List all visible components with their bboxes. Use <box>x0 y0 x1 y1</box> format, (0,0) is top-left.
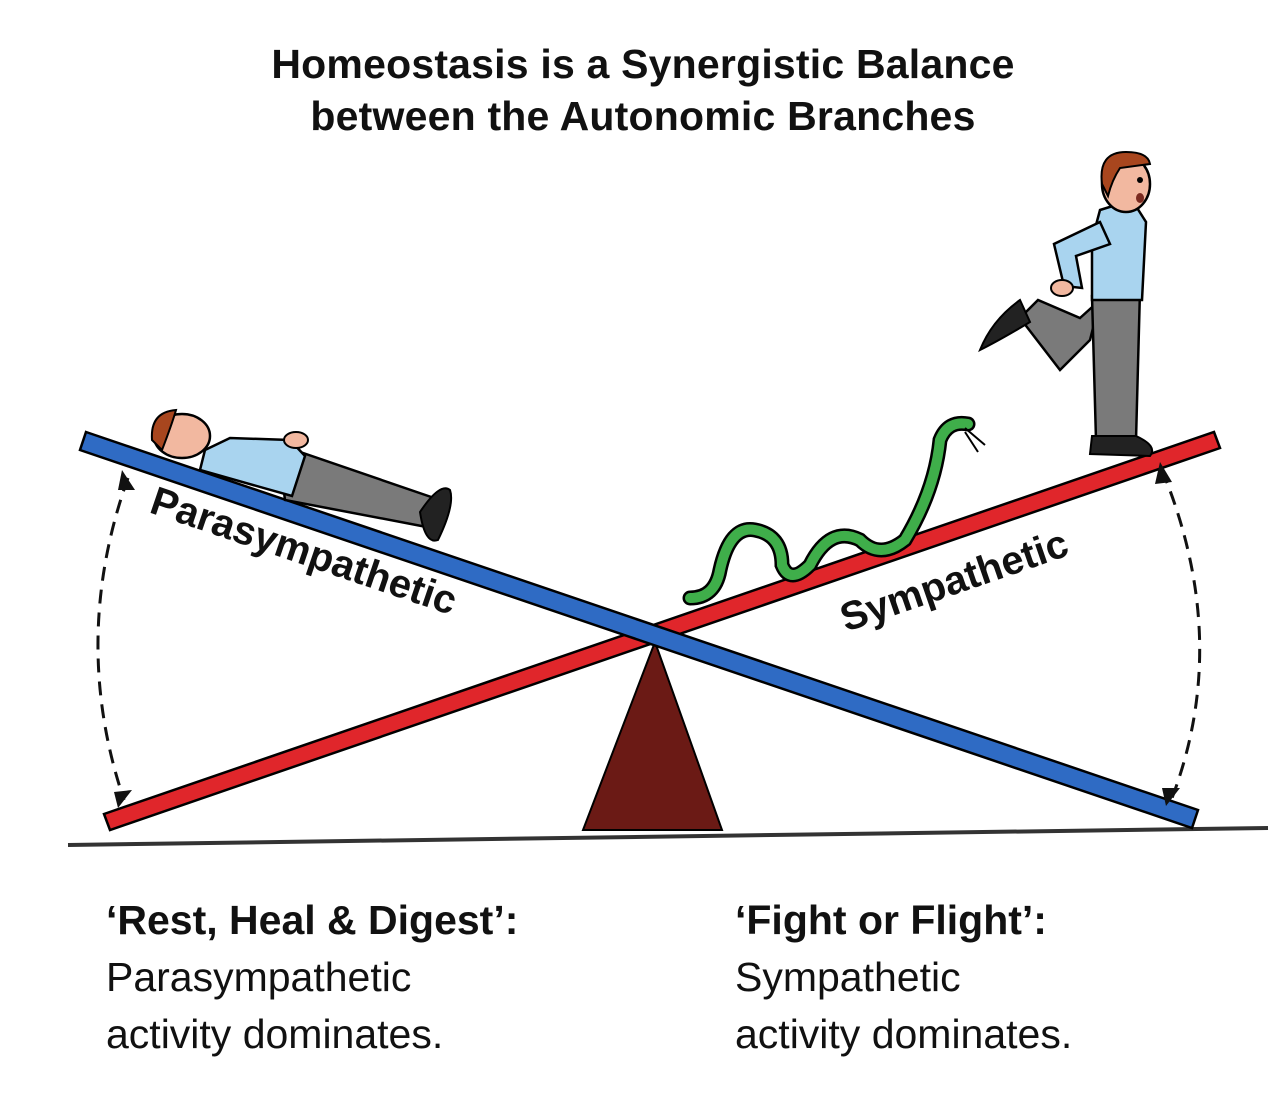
fight-flight-line-2: activity dominates. <box>735 1011 1073 1057</box>
right-swing-arrow-icon <box>1155 462 1202 806</box>
running-man-icon <box>978 150 1154 458</box>
fight-flight-heading: ‘Fight or Flight’: <box>735 897 1047 943</box>
left-swing-arrow-icon <box>96 470 135 808</box>
rest-digest-caption: ‘Rest, Heal & Digest’: Parasympathetic a… <box>106 892 518 1063</box>
snake-icon <box>682 415 986 606</box>
fulcrum <box>581 639 724 831</box>
rest-digest-heading: ‘Rest, Heal & Digest’: <box>106 897 519 943</box>
fight-flight-line-1: Sympathetic <box>735 954 961 1000</box>
title-line-1: Homeostasis is a Synergistic Balance <box>271 41 1015 87</box>
title-line-2: between the Autonomic Branches <box>310 93 976 139</box>
rest-digest-line-1: Parasympathetic <box>106 954 412 1000</box>
resting-man-icon <box>150 408 453 542</box>
ground-line <box>67 826 1269 847</box>
fight-flight-caption: ‘Fight or Flight’: Sympathetic activity … <box>735 892 1072 1063</box>
parasympathetic-beam <box>78 430 1200 830</box>
diagram-title: Homeostasis is a Synergistic Balance bet… <box>0 38 1286 142</box>
rest-digest-line-2: activity dominates. <box>106 1011 444 1057</box>
